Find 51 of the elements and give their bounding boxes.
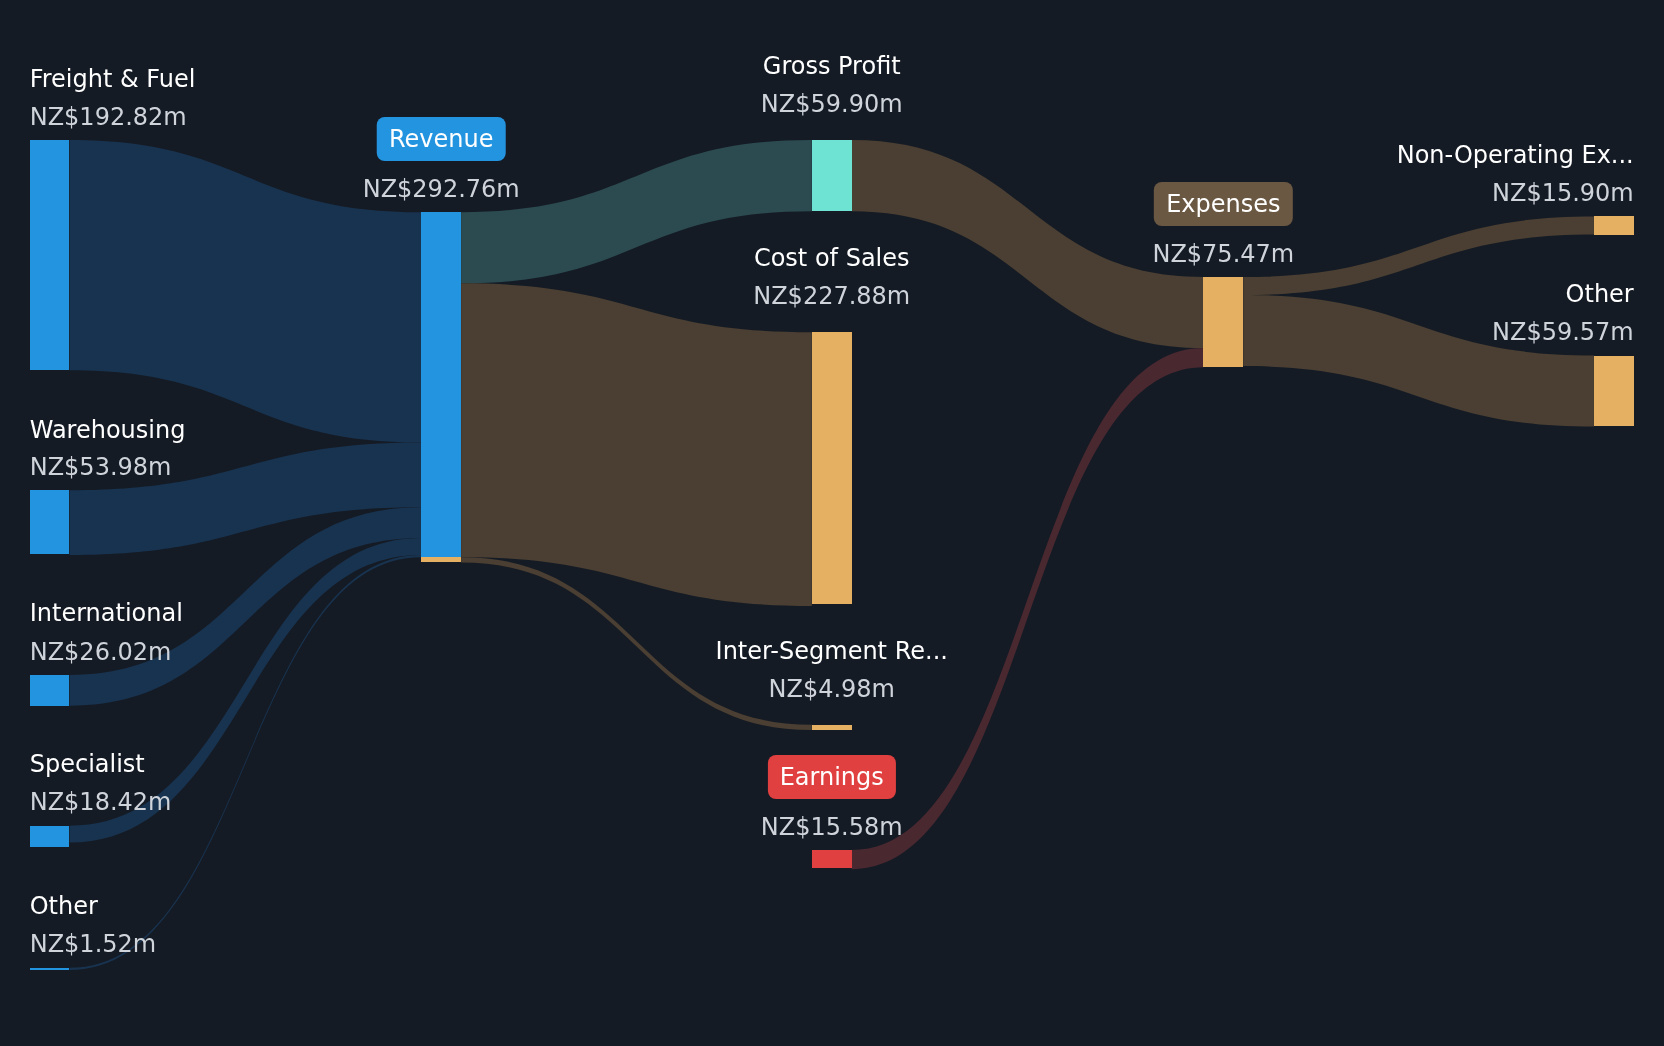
flow-bar bbox=[1593, 355, 1634, 426]
flow-bar bbox=[29, 674, 70, 706]
flow-band bbox=[851, 140, 1204, 349]
node-name: International bbox=[29, 598, 183, 629]
node-name: Specialist bbox=[29, 749, 145, 780]
flow-band bbox=[1243, 216, 1594, 295]
node-value: NZ$292.76m bbox=[362, 173, 520, 204]
flow-band bbox=[851, 348, 1204, 870]
flow-bar bbox=[811, 724, 852, 731]
node-name: Non-Operating Ex... bbox=[1396, 139, 1634, 170]
flow-bar bbox=[1203, 276, 1244, 368]
node-value: NZ$59.90m bbox=[760, 89, 903, 119]
node-value: NZ$59.57m bbox=[1492, 317, 1634, 348]
node-value: NZ$192.82m bbox=[29, 101, 187, 132]
flow-bar bbox=[29, 140, 70, 371]
node-value: NZ$15.90m bbox=[1492, 178, 1634, 209]
node-value: NZ$227.88m bbox=[753, 281, 911, 312]
flow-bar bbox=[811, 140, 852, 212]
flow-bar bbox=[811, 850, 852, 869]
node-value: NZ$53.98m bbox=[29, 451, 172, 482]
flow-band bbox=[69, 442, 422, 555]
node-name: Cost of Sales bbox=[753, 242, 910, 273]
flow-bar bbox=[29, 967, 70, 970]
node-name: Gross Profit bbox=[762, 50, 901, 81]
node-value: NZ$15.58m bbox=[760, 811, 903, 842]
flow-band bbox=[69, 507, 422, 706]
flow-bar bbox=[811, 332, 852, 604]
flow-band bbox=[461, 140, 812, 284]
node-label-badge: Revenue bbox=[376, 117, 506, 161]
flow-band bbox=[461, 283, 812, 606]
node-value: NZ$1.52m bbox=[29, 929, 157, 960]
flow-bar bbox=[29, 825, 70, 847]
node-name: Warehousing bbox=[29, 414, 186, 445]
node-value: NZ$18.42m bbox=[29, 787, 172, 818]
flow-band bbox=[1243, 295, 1594, 427]
node-value: NZ$75.47m bbox=[1152, 238, 1295, 269]
node-value: NZ$26.02m bbox=[29, 636, 172, 667]
flow-band bbox=[69, 140, 422, 443]
flow-band bbox=[461, 557, 812, 731]
flow-band bbox=[69, 555, 422, 970]
node-label-badge: Expenses bbox=[1154, 181, 1293, 226]
node-name: Inter-Segment Re... bbox=[715, 635, 948, 666]
node-label-badge: Earnings bbox=[767, 754, 896, 799]
node-value: NZ$4.98m bbox=[768, 673, 895, 704]
node-name: Other bbox=[29, 891, 98, 922]
flow-bar bbox=[1593, 216, 1634, 235]
flow-bar bbox=[29, 490, 70, 554]
node-name: Freight & Fuel bbox=[29, 63, 196, 94]
flow-band bbox=[69, 538, 422, 843]
node-name: Other bbox=[1565, 278, 1634, 309]
flow-bar bbox=[421, 212, 462, 563]
